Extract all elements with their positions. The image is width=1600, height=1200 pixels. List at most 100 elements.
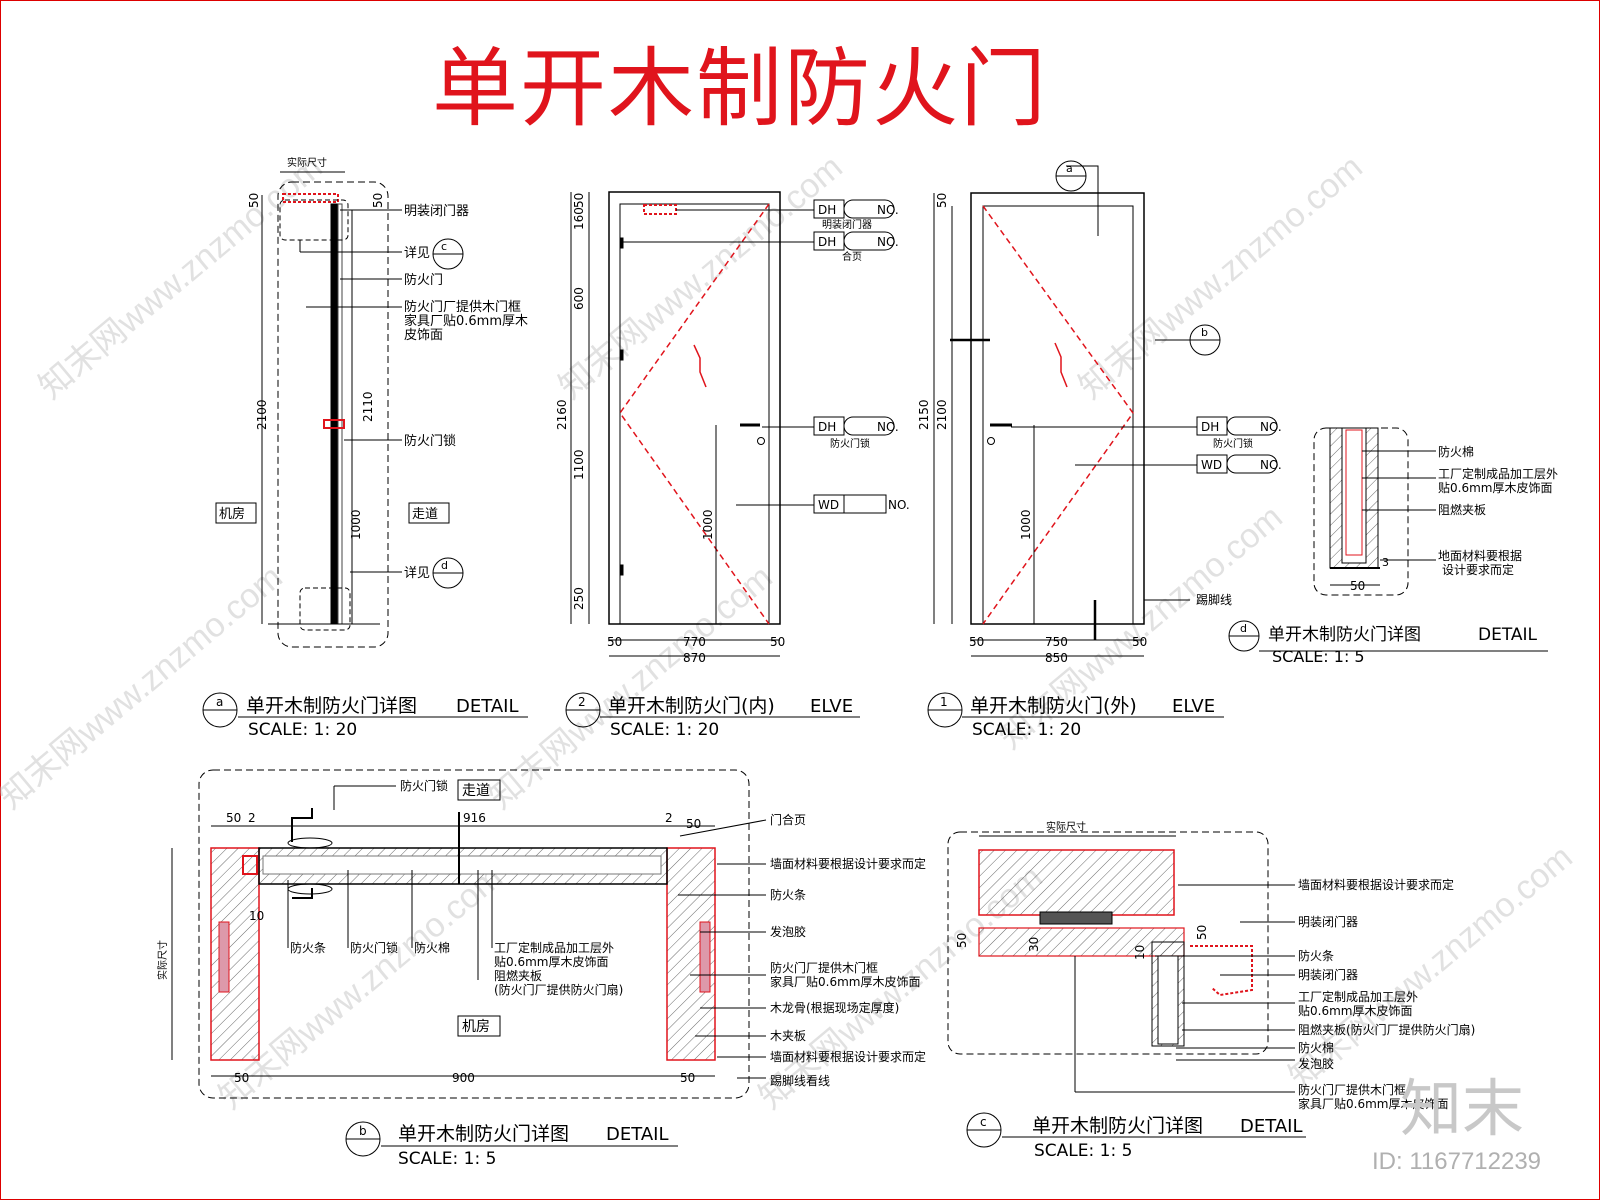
tag-caption: 防火门锁 (830, 437, 870, 450)
tag-code: WD (1201, 458, 1222, 472)
ref-tag: a (1066, 162, 1073, 175)
label: 墙面材料要根据设计要求而定 (770, 856, 926, 871)
label: 防火门厂提供木门框 (1298, 1082, 1406, 1097)
scale-label: SCALE: 1: 5 (1034, 1141, 1132, 1161)
label: 发泡胶 (770, 924, 806, 939)
drawing-kind: ELVE (1172, 696, 1215, 717)
lock-red (242, 855, 258, 875)
tag-code: DH (1201, 420, 1219, 434)
ref-tag: 1 (940, 695, 948, 709)
elevation-inner-text: DH NO. 明装闭门器 DH NO. 合页 DH NO. 防火门锁 WD NO… (555, 193, 910, 665)
dim-text: 1100 (572, 449, 586, 480)
tag-no: NO. (877, 420, 899, 434)
dim-text: 1000 (1019, 509, 1033, 540)
scale-label: SCALE: 1: 20 (972, 720, 1081, 740)
door-frame-inner (982, 205, 1134, 625)
dim-text: 770 (683, 635, 706, 649)
tag-caption: 防火门锁 (1213, 437, 1253, 450)
drawing-subtitle: 单开木制防火门(内) (608, 695, 775, 717)
label: 踢脚线看线 (770, 1073, 830, 1088)
label: 明装闭门器 (1298, 914, 1358, 929)
drawing-subtitle: 单开木制防火门详图 (1032, 1115, 1203, 1137)
drawing-kind: DETAIL (606, 1124, 668, 1145)
detail-c-callout-box (279, 199, 349, 241)
label: 发泡胶 (1298, 1056, 1334, 1071)
closer-red (643, 204, 677, 215)
drawing-kind: DETAIL (1478, 625, 1538, 645)
label: 家具厂贴0.6mm厚木 (404, 313, 528, 329)
dim-text: 3 (1382, 556, 1389, 569)
opening-swing-lines (982, 205, 1134, 625)
drawing-subtitle: 单开木制防火门详图 (246, 695, 417, 717)
label: 阻燃夹板 (1438, 502, 1486, 517)
label: 门合页 (770, 812, 806, 827)
tag-code: WD (818, 498, 839, 512)
dim-text: 1000 (349, 509, 363, 540)
dim-text: 50 (955, 933, 969, 948)
door-frame-outer (608, 191, 781, 625)
ref-tag: a (216, 695, 223, 709)
ref-tag: b (359, 1124, 367, 1138)
label: 详见 (404, 566, 430, 581)
dim-text: 50 (686, 817, 701, 831)
glass-mark (693, 344, 707, 388)
dim-text: 900 (452, 1071, 475, 1085)
label: 防火门锁 (404, 433, 456, 449)
detail-d-text: 防火棉 工厂定制成品加工层外 贴0.6mm厚木皮饰面 阻燃夹板 地面材料要根据 … (1240, 444, 1558, 666)
label: 贴0.6mm厚木皮饰面 (494, 955, 608, 969)
dim-text: 50 (607, 635, 622, 649)
label: 防火条 (290, 940, 326, 955)
detail-b-boundary (198, 769, 750, 1099)
actual-size-label: 实际尺寸 (287, 156, 327, 169)
room-label: 走道 (462, 783, 490, 799)
lock-red (323, 419, 345, 429)
dim-text: 750 (1045, 635, 1068, 649)
door-leaf-skin (337, 203, 343, 625)
scale-label: SCALE: 1: 5 (398, 1149, 496, 1169)
label: 防火门厂提供木门框 (770, 960, 878, 975)
door-leaf (330, 203, 338, 625)
scale-label: SCALE: 1: 5 (1272, 647, 1365, 666)
tag-no: NO. (1260, 420, 1282, 434)
label: (防火门厂提供防火门扇) (494, 982, 623, 997)
drawing-kind: ELVE (810, 696, 853, 717)
dim-text: 50 (935, 193, 949, 208)
tag-caption: 合页 (842, 250, 862, 263)
dim-text: 250 (572, 587, 586, 610)
label: 工厂定制成品加工层外 (1438, 466, 1558, 481)
ref-tag: c (441, 240, 447, 253)
detail-b (171, 769, 767, 1157)
label: 防火门 (404, 272, 443, 288)
opening-swing-lines (619, 203, 770, 625)
label: 木夹板 (770, 1029, 806, 1043)
detail-a-boundary (277, 181, 389, 648)
dim-text: 50 (1350, 579, 1365, 593)
label: 工厂定制成品加工层外 (494, 940, 614, 955)
label: 贴0.6mm厚木皮饰面 (1298, 1004, 1412, 1018)
drawing-subtitle: 单开木制防火门详图 (398, 1123, 569, 1145)
dim-text: 50 (680, 1071, 695, 1085)
dim-text: 2 (248, 811, 256, 825)
ref-tag: b (1201, 326, 1208, 339)
key-cylinder (987, 437, 995, 445)
left-jamb (210, 847, 260, 1061)
label: 地面材料要根据 (1438, 549, 1522, 563)
drawing-title: 单开木制防火门 (432, 39, 1048, 139)
label: 贴0.6mm厚木皮饰面 (1438, 481, 1552, 495)
dim-text: 2100 (935, 399, 949, 430)
detail-b-text: 防火门锁 走道 门合页 墙面材料要根据设计要求而定 防火条 发泡胶 防火门厂提供… (156, 778, 926, 1169)
door-frame-inner (619, 203, 770, 625)
detail-c-boundary (947, 831, 1269, 1055)
label: 墙面材料要根据设计要求而定 (1298, 877, 1454, 892)
label: 设计要求而定 (1442, 562, 1514, 577)
dim-text: 50 (1195, 925, 1209, 940)
dim-text: 50 (371, 193, 385, 208)
tag-no: NO. (888, 498, 910, 512)
door-frame-outer (970, 192, 1145, 625)
dim-text: 50 (1132, 635, 1147, 649)
label: 防火门厂提供木门框 (404, 299, 521, 315)
label: 明装闭门器 (1298, 967, 1358, 982)
label: 家具厂贴0.6mm厚木皮饰面 (1298, 1096, 1448, 1111)
label: 家具厂贴0.6mm厚木皮饰面 (770, 974, 920, 989)
wall-section (978, 849, 1175, 916)
